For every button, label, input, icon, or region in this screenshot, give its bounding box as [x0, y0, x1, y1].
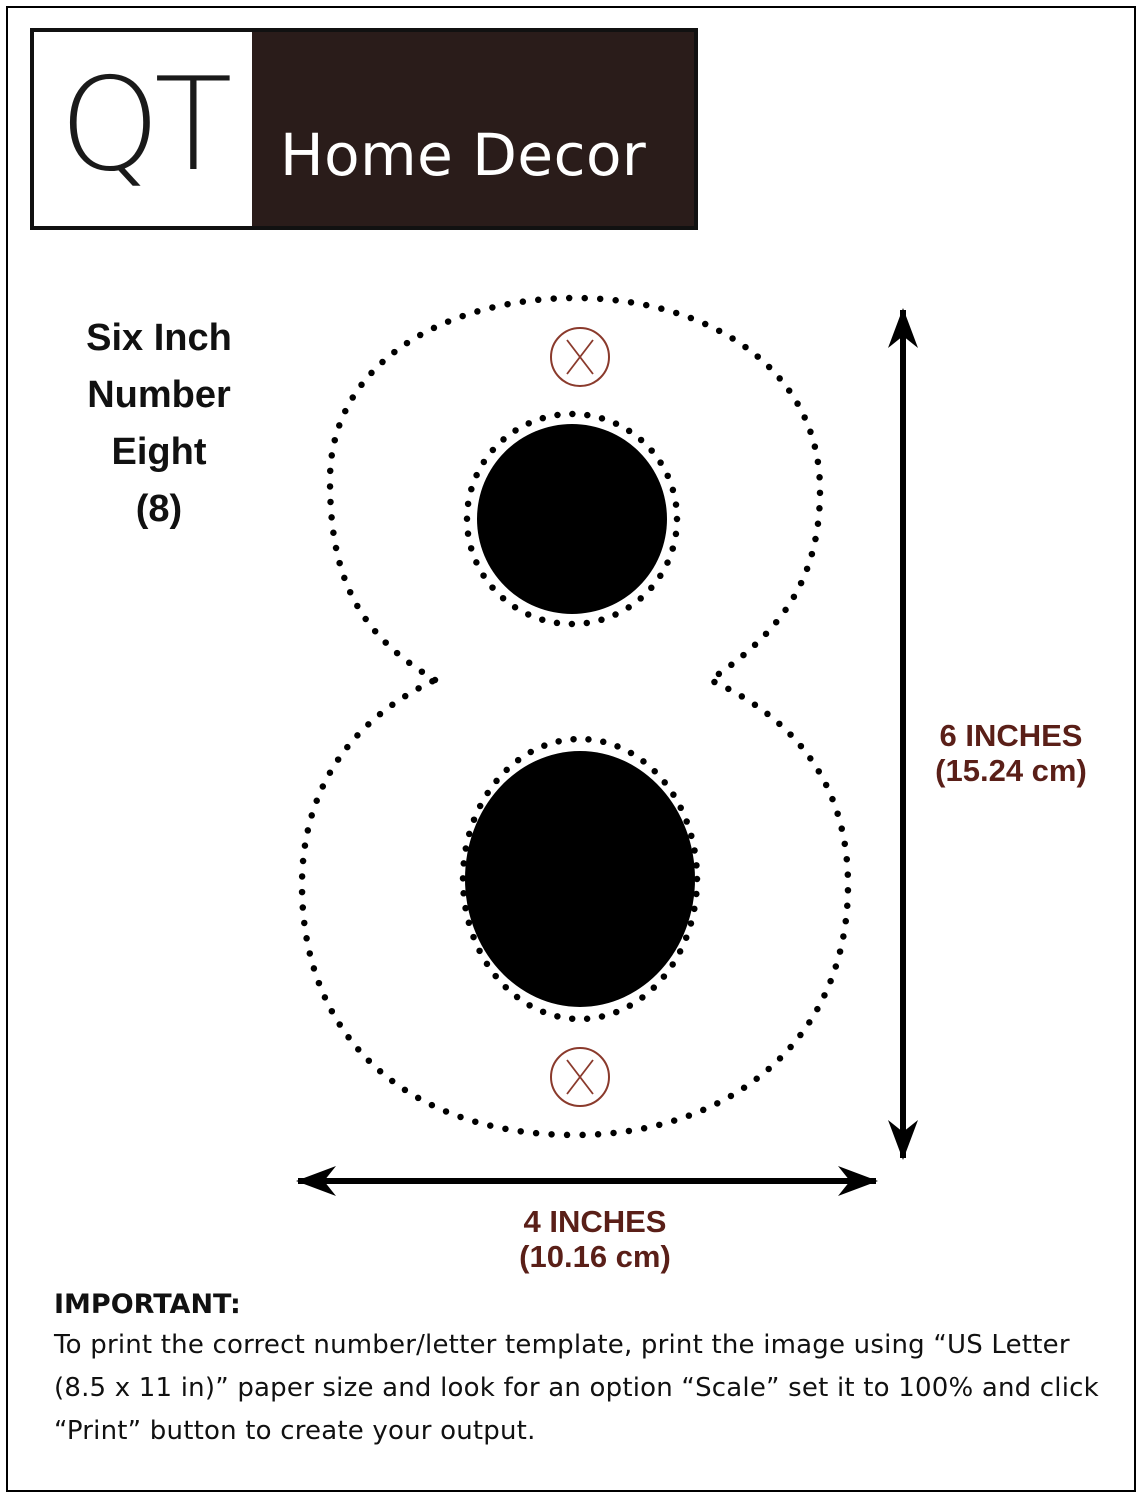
- logo-mark-panel: QT: [34, 32, 252, 226]
- outer-outline: [298, 294, 852, 1139]
- logo-name-panel: Home Decor: [252, 32, 694, 226]
- lower-hole-outline: [459, 735, 701, 1023]
- width-cm: (10.16 cm): [519, 1239, 671, 1274]
- mount-marker-bottom: [550, 1047, 610, 1107]
- print-instructions: IMPORTANT: To print the correct number/l…: [54, 1286, 1114, 1453]
- title-line: Number: [87, 374, 231, 416]
- title-line: Eight: [111, 431, 207, 473]
- width-inches: 4 INCHES: [523, 1204, 667, 1239]
- width-dimension-label: 4 INCHES (10.16 cm): [490, 1204, 700, 1274]
- height-cm: (15.24 cm): [935, 753, 1087, 788]
- brand-logo: QT Home Decor: [30, 28, 698, 230]
- template-title: Six Inch Number Eight (8): [48, 310, 270, 538]
- upper-hole-outline: [463, 410, 681, 628]
- logo-mark: QT: [59, 51, 233, 200]
- instructions-body: To print the correct number/letter templ…: [54, 1330, 1099, 1446]
- logo-name: Home Decor: [280, 121, 647, 189]
- title-line: (8): [135, 488, 183, 530]
- instructions-heading: IMPORTANT:: [54, 1289, 241, 1320]
- title-line: Six Inch: [86, 317, 232, 359]
- lower-hole: [465, 751, 695, 1007]
- upper-hole: [477, 424, 667, 614]
- page-border: [6, 6, 1136, 1492]
- mount-marker-top: [550, 327, 610, 387]
- height-dimension-label: 6 INCHES (15.24 cm): [916, 718, 1106, 788]
- height-inches: 6 INCHES: [939, 718, 1083, 753]
